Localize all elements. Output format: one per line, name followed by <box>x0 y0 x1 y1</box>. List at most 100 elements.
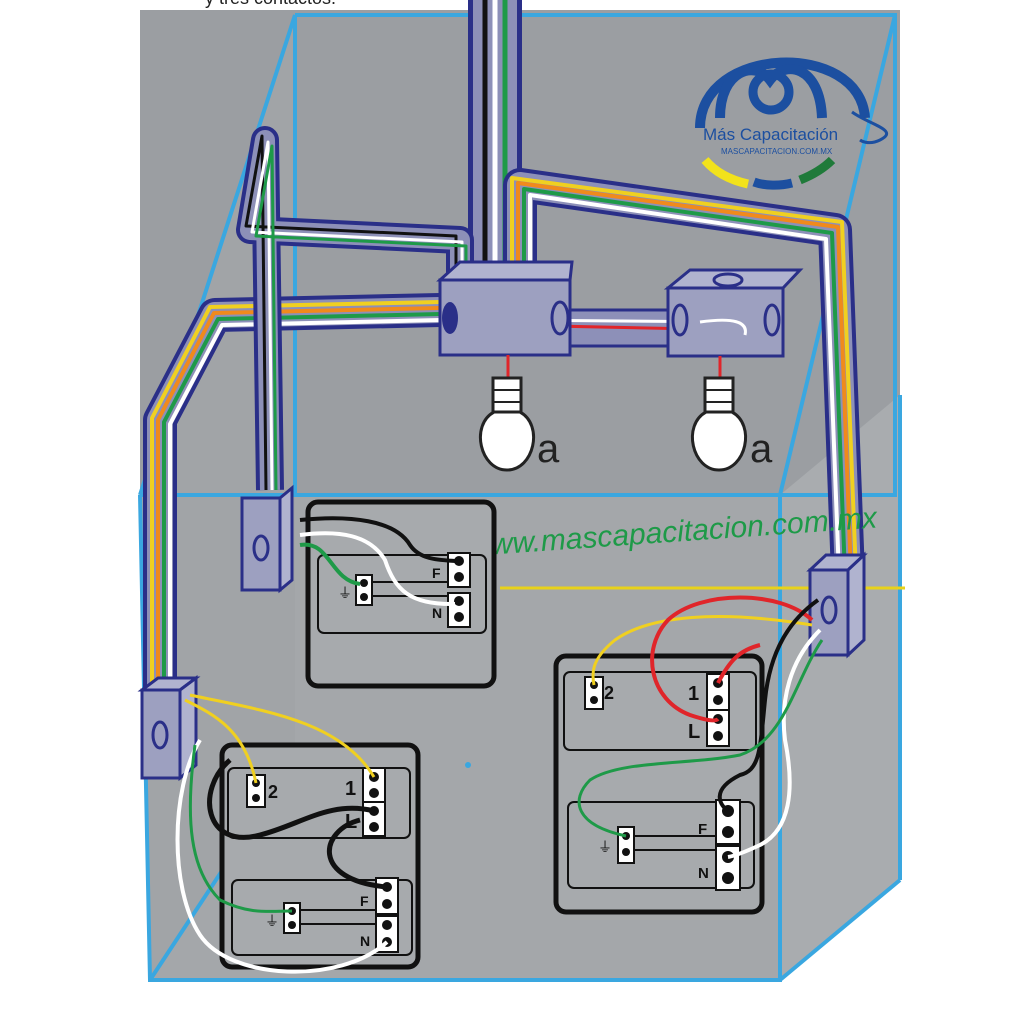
junction-box-left <box>436 260 574 357</box>
outlet-plate-upper: ⏚ F N <box>299 499 497 689</box>
junction-box-left-top <box>436 260 574 282</box>
logo-outer-arc <box>695 57 870 129</box>
outlet-left-label-f: F <box>360 893 369 909</box>
lamp-right: a <box>690 356 773 472</box>
outlet-upper-screw-f1 <box>454 556 464 566</box>
switch-right-screw-2b <box>590 696 598 704</box>
switch-left-screw-lb <box>369 822 379 832</box>
left-orange-wire <box>156 306 441 690</box>
switch-left-screw-1b <box>369 788 379 798</box>
wall-box-right-body <box>808 568 850 657</box>
switch-left-yellow-traveler-1 <box>189 693 376 778</box>
switch-plate-left: 2 1 L ⏚ F N <box>175 693 421 974</box>
lamp-right-label: a <box>750 427 773 471</box>
wall-box-right-side <box>846 551 866 659</box>
right-wall <box>780 395 900 980</box>
lamp-left-bulb <box>478 410 536 472</box>
junction-box-right-knockout <box>671 303 689 337</box>
outlet-right-ground-screw-2 <box>622 848 630 856</box>
junction-box-right-top <box>663 268 804 290</box>
switch-left-label-2: 2 <box>268 782 278 802</box>
wall-box-right-knockout <box>820 595 838 625</box>
outlet-right-screw-n2 <box>722 872 734 884</box>
back-left-white-wire <box>250 140 464 491</box>
wall-box-upper-left-knockout <box>252 534 270 562</box>
junction-box-left-knockout <box>442 302 458 334</box>
outlet-upper-black-wire <box>299 516 456 563</box>
switch-right-screw-1b <box>713 695 723 705</box>
outlet-left-terminal-n <box>375 915 399 953</box>
switch-right-label-2: 2 <box>604 683 614 703</box>
outlet-right-green-wire <box>577 639 824 838</box>
junction-box-left-body <box>438 278 572 357</box>
switch-right-yellow-wire <box>591 615 813 686</box>
logo-c-shape <box>748 69 794 115</box>
left-conduit-bundle <box>143 293 441 690</box>
left-yellow-wire <box>150 300 441 690</box>
outlet-upper-ground-screw-1 <box>360 579 368 587</box>
junction-box-right <box>663 268 804 358</box>
outlet-left-ground-icon: ⏚ <box>265 913 279 929</box>
lamp-left-label: a <box>537 427 560 471</box>
marker-dot <box>465 762 471 768</box>
right-orange-wire <box>516 181 853 576</box>
lamp-right-socket <box>703 376 735 416</box>
switch-right-label-1: 1 <box>688 683 699 705</box>
logo-name: Más Capacitación <box>703 125 838 144</box>
switch-left-terminal-2 <box>246 774 266 808</box>
wall-box-upper-left <box>240 484 294 594</box>
outlet-right-device <box>567 801 755 889</box>
outlet-upper-screw-n1 <box>454 596 464 606</box>
outlet-left-device <box>231 879 413 956</box>
outlet-upper-terminal-n <box>447 592 471 628</box>
junction-box-right-knockout-top <box>712 272 744 288</box>
switch-right-label-l: L <box>688 721 700 743</box>
wall-box-upper-left-body <box>240 496 282 592</box>
switch-plate-right: 2 1 L ⏚ F N <box>553 595 824 915</box>
caption-text: y tres contactos. <box>205 0 336 9</box>
left-green-wire <box>162 312 441 690</box>
logo-yellow-swoosh <box>701 156 750 189</box>
lamp-left-socket <box>491 376 523 416</box>
right-conduit-bundle <box>503 168 865 576</box>
switch-left-black-jumper <box>207 758 388 890</box>
junction-box-left-knockout-right <box>550 300 570 336</box>
outlet-right-white-wire <box>727 628 822 859</box>
logo-url: MASCAPACITACION.COM.MX <box>721 147 833 156</box>
outlet-upper-ground-screw-2 <box>360 593 368 601</box>
wall-box-right <box>806 551 868 659</box>
wall-box-lower-left <box>137 675 201 782</box>
outlet-left-screw-f2 <box>382 899 392 909</box>
outlet-right-label-n: N <box>698 865 709 882</box>
outlet-upper-ground-icon: ⏚ <box>338 585 352 601</box>
back-wall-edge <box>293 13 897 497</box>
switch-left-screw-2a <box>252 779 260 787</box>
back-left-black-wire <box>244 134 458 491</box>
company-logo: Más Capacitación MASCAPACITACION.COM.MX <box>695 57 889 190</box>
outlet-upper-label-n: N <box>432 605 442 621</box>
wall-box-lower-left-knockout <box>151 720 169 750</box>
wall-box-lower-left-body <box>140 688 182 780</box>
outlet-right-label-f: F <box>698 821 707 838</box>
outlet-upper-screw-f2 <box>454 572 464 582</box>
outlet-left-green-wire <box>188 744 293 913</box>
outlet-upper-white-wire <box>299 531 456 607</box>
outlet-right-screw-f2 <box>722 826 734 838</box>
logo-m-shape <box>715 64 827 119</box>
outlet-left-ground-screw-2 <box>288 921 296 929</box>
outlet-upper-screw-n2 <box>454 612 464 622</box>
switch-right-red-wire <box>650 595 814 723</box>
outlet-upper-label-f: F <box>432 565 441 581</box>
back-left-conduit <box>236 126 474 491</box>
switch-left-yellow-traveler-2 <box>184 698 258 784</box>
outlet-left-screw-n1 <box>382 920 392 930</box>
junction-box-right-knockout-side <box>763 303 781 337</box>
floor-edge-right <box>778 878 902 982</box>
right-yellow-wire <box>510 176 858 576</box>
outlet-right-ground-icon: ⏚ <box>598 839 612 855</box>
back-left-conduit-fill <box>240 130 470 491</box>
outlet-upper-green-wire <box>299 542 361 586</box>
switch-left-label-1: 1 <box>345 778 356 800</box>
back-left-green-wire <box>254 144 468 491</box>
